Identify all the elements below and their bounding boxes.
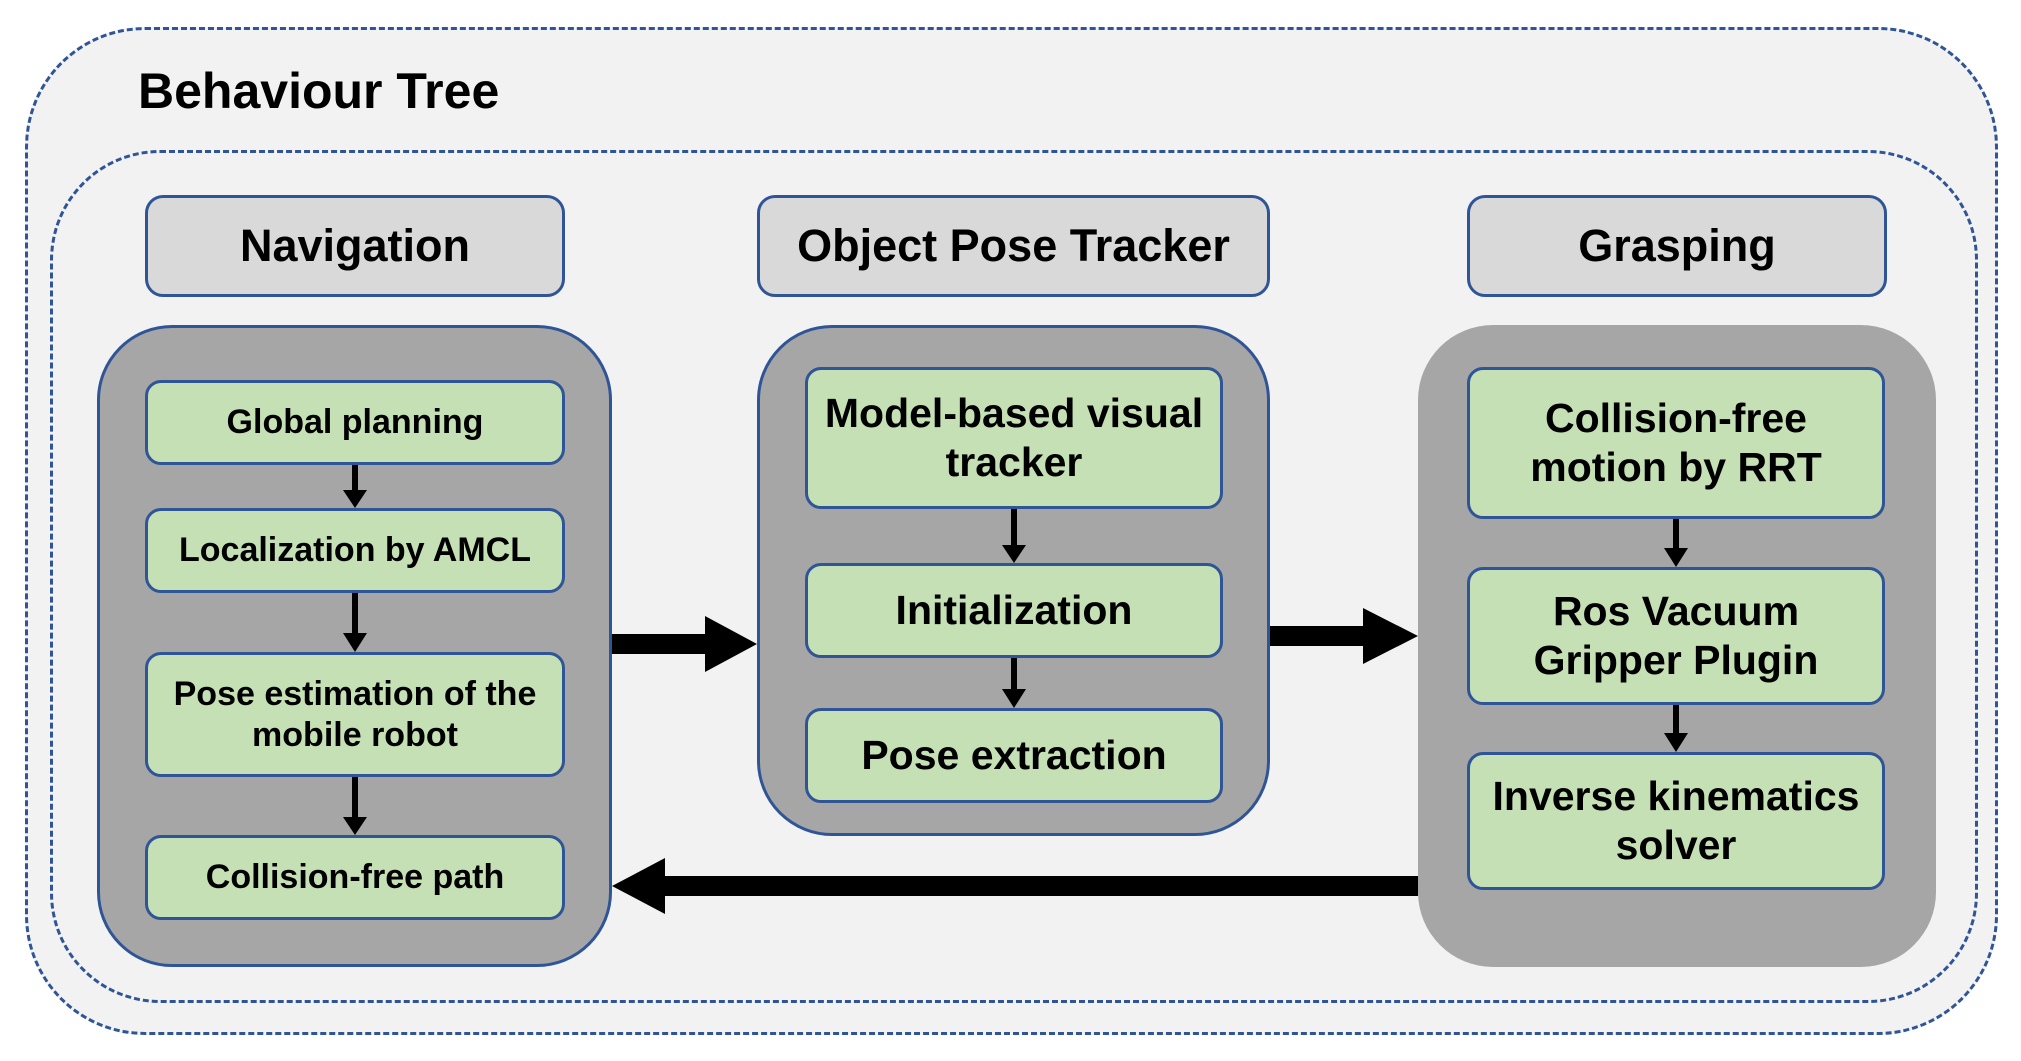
arrow-nav-3 — [343, 777, 367, 835]
arrow-nav-2 — [343, 593, 367, 652]
arrow-tracker-to-grasping — [1270, 608, 1418, 664]
step-global-planning: Global planning — [145, 380, 565, 465]
arrow-grasp-2 — [1664, 705, 1688, 752]
step-inverse-kinematics-solver: Inverse kinematics solver — [1467, 752, 1885, 890]
step-initialization: Initialization — [805, 563, 1223, 658]
arrow-tracker-1 — [1002, 509, 1026, 563]
arrow-navigation-to-tracker — [612, 616, 757, 672]
arrow-grasping-to-navigation — [612, 858, 1418, 914]
step-pose-extraction: Pose extraction — [805, 708, 1223, 803]
arrow-tracker-2 — [1002, 658, 1026, 708]
step-ros-vacuum-gripper-plugin: Ros Vacuum Gripper Plugin — [1467, 567, 1885, 705]
object-pose-tracker-header: Object Pose Tracker — [757, 195, 1270, 297]
step-localization-by-amcl: Localization by AMCL — [145, 508, 565, 593]
step-collision-free-path: Collision-free path — [145, 835, 565, 920]
grasping-header: Grasping — [1467, 195, 1887, 297]
behaviour-tree-inner-frame — [50, 150, 1978, 1003]
arrow-nav-1 — [343, 465, 367, 508]
step-pose-estimation: Pose estimation of the mobile robot — [145, 652, 565, 777]
diagram-title: Behaviour Tree — [138, 63, 500, 119]
step-collision-free-motion-rrt: Collision-free motion by RRT — [1467, 367, 1885, 519]
navigation-header: Navigation — [145, 195, 565, 297]
step-model-based-visual-tracker: Model-based visual tracker — [805, 367, 1223, 509]
arrow-grasp-1 — [1664, 519, 1688, 567]
